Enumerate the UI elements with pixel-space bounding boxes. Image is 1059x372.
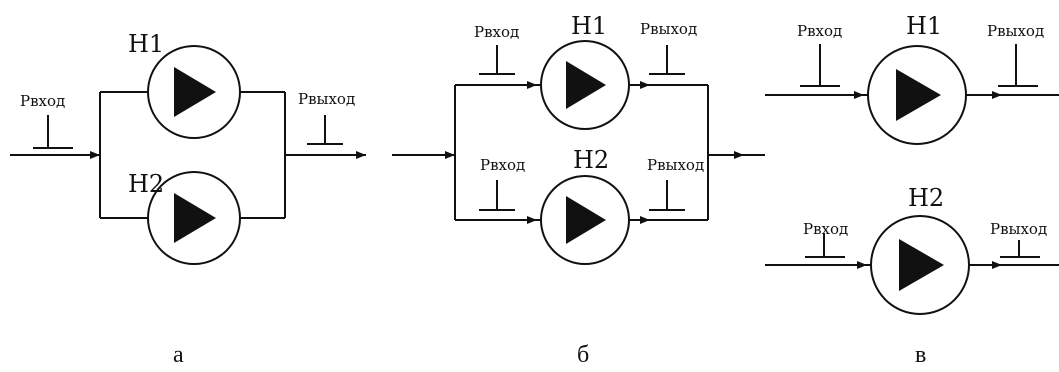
scheme-c-pump-h2-label: H2 — [908, 184, 944, 212]
pump-triangle-icon — [566, 61, 606, 109]
scheme-b-bottom-right-arrow — [640, 216, 650, 224]
pump-triangle-icon — [174, 67, 216, 117]
scheme-c-pump-h1 — [867, 45, 967, 145]
scheme-c-h1-outlet-pressure-label: Pвыход — [987, 22, 1044, 40]
scheme-b-h1-inlet-gauge — [479, 45, 515, 75]
scheme-b-h2-outlet-gauge — [649, 180, 685, 211]
scheme-a-pump-h2 — [147, 171, 241, 265]
scheme-b-pump-h2 — [540, 175, 630, 265]
scheme-b-h2-outlet-pressure-label: Pвыход — [647, 156, 704, 174]
scheme-c-h1-outlet-arrow — [992, 91, 1002, 99]
scheme-a-outlet-pressure-label: Pвыход — [298, 90, 355, 108]
scheme-a-inlet-gauge — [33, 115, 73, 149]
scheme-c-h2-inlet-pressure-label: Pвход — [803, 220, 848, 238]
scheme-b-h1-inlet-pressure-label: Pвход — [474, 23, 519, 41]
scheme-c: Pвход Pвыход H1 Pвход Pвыход — [765, 12, 1059, 315]
scheme-a-inlet-pressure-label: Pвход — [20, 92, 65, 110]
caption-b: б — [577, 342, 589, 368]
scheme-b-pump-h1 — [540, 40, 630, 130]
scheme-b-pump-h1-label: H1 — [571, 12, 607, 40]
scheme-b: Pвход Pвыход Pвход Pвыход H1 H — [392, 12, 765, 265]
scheme-b-h1-outlet-gauge — [649, 45, 685, 75]
scheme-c-h2-inlet-gauge — [805, 233, 845, 258]
pump-triangle-icon — [899, 239, 944, 291]
scheme-a: Pвход Pвыход H1 H2 — [10, 30, 366, 265]
scheme-c-h2-inlet-arrow — [857, 261, 867, 269]
scheme-a-pump-h1 — [147, 45, 241, 139]
scheme-b-pump-h2-label: H2 — [573, 146, 609, 174]
pump-triangle-icon — [566, 196, 606, 244]
scheme-a-inlet-arrow — [90, 151, 100, 159]
scheme-b-bottom-left-arrow — [527, 216, 537, 224]
scheme-c-pump-h1-label: H1 — [906, 12, 942, 40]
scheme-b-outlet-arrow — [734, 151, 744, 159]
scheme-c-h1-inlet-pressure-label: Pвход — [797, 22, 842, 40]
caption-c: в — [915, 342, 926, 368]
caption-a: а — [173, 342, 184, 368]
pump-triangle-icon — [896, 69, 941, 121]
scheme-b-top-right-arrow — [640, 81, 650, 89]
scheme-a-outlet-arrow — [356, 151, 366, 159]
scheme-c-pump-h2 — [870, 215, 970, 315]
scheme-c-h2-outlet-gauge — [1000, 240, 1040, 258]
scheme-b-inlet-arrow — [445, 151, 455, 159]
scheme-b-h2-inlet-pressure-label: Pвход — [480, 156, 525, 174]
scheme-c-h1-inlet-arrow — [854, 91, 864, 99]
scheme-b-top-left-arrow — [527, 81, 537, 89]
scheme-c-h2-outlet-pressure-label: Pвыход — [990, 220, 1047, 238]
scheme-a-pump-h1-label: H1 — [128, 30, 164, 58]
pump-triangle-icon — [174, 193, 216, 243]
scheme-c-h1-inlet-gauge — [800, 44, 840, 87]
scheme-a-pump-h2-label: H2 — [128, 170, 164, 198]
scheme-b-h2-inlet-gauge — [479, 180, 515, 211]
scheme-c-h2-outlet-arrow — [992, 261, 1002, 269]
scheme-a-outlet-gauge — [307, 115, 343, 145]
scheme-c-h1-outlet-gauge — [998, 44, 1038, 87]
scheme-b-h1-outlet-pressure-label: Pвыход — [640, 20, 697, 38]
